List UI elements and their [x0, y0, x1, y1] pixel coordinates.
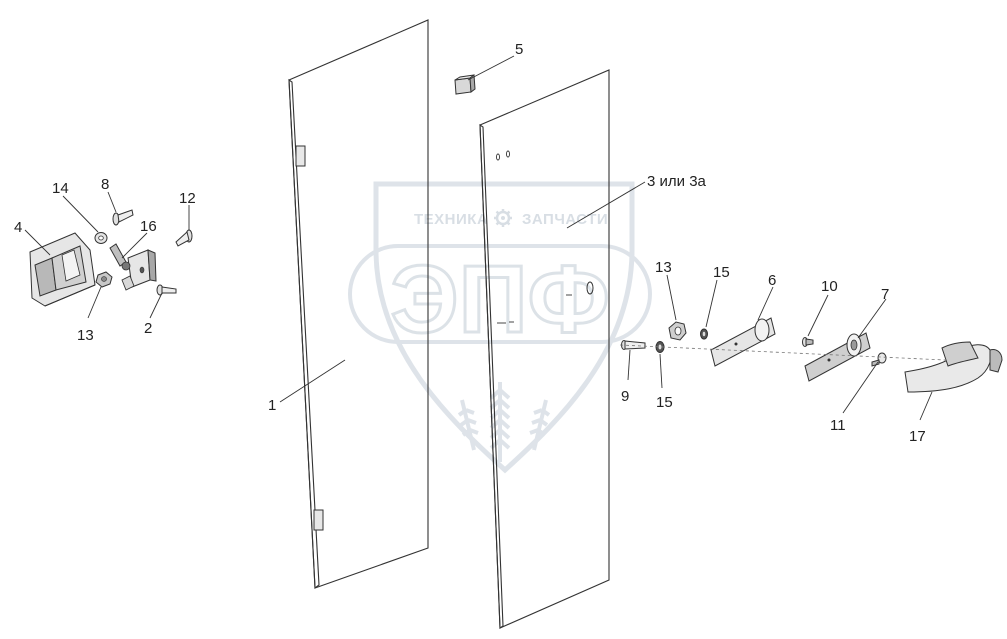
part-5-block [454, 74, 476, 95]
washer-part-14 [94, 232, 108, 244]
watermark-oval-band [348, 244, 652, 344]
screw-part-11 [871, 352, 887, 367]
callout-10: 10 [821, 278, 838, 295]
panel-hole-lock [586, 281, 594, 295]
callout-16: 16 [140, 218, 157, 235]
callout-3: 3 или 3а [647, 173, 707, 190]
watermark: ТЕХНИКА ЗАПЧАСТИ ЭПФ [348, 181, 652, 474]
nut-part-13-left [95, 271, 113, 288]
callout-4: 4 [14, 219, 22, 236]
bolt-part-9 [621, 340, 646, 350]
callout-7: 7 [881, 286, 889, 303]
watermark-right-text: ЗАПЧАСТИ [522, 211, 608, 228]
callout-13-left: 13 [77, 327, 94, 344]
callout-8: 8 [101, 176, 109, 193]
assembly-axis [619, 344, 946, 361]
callout-5: 5 [515, 41, 523, 58]
callout-labels: 1 2 3 или 3а 4 5 6 7 8 9 10 11 12 13 13 … [14, 41, 926, 445]
hinge-bottom [313, 509, 324, 531]
leader-lines [24, 55, 933, 421]
plate-part-7 [804, 332, 871, 382]
callout-2: 2 [144, 320, 152, 337]
glass-panel-fixed [479, 69, 610, 630]
screw-part-8 [112, 209, 134, 226]
watermark-wheat-icon [457, 382, 551, 462]
callout-15-upper: 15 [713, 264, 730, 281]
watermark-left-text: ТЕХНИКА [414, 211, 488, 228]
callout-13-right: 13 [655, 259, 672, 276]
nut-part-13-right [668, 321, 687, 341]
callout-15-lower: 15 [656, 394, 673, 411]
callout-9: 9 [621, 388, 629, 405]
screw-part-10 [802, 337, 814, 347]
callout-12: 12 [179, 190, 196, 207]
latch-part-16 [109, 243, 157, 291]
callout-14: 14 [52, 180, 69, 197]
callout-17: 17 [909, 428, 926, 445]
gear-icon [494, 209, 512, 227]
panel-hole-top-a [496, 153, 500, 161]
lock-body-part-4 [29, 232, 96, 307]
callout-1: 1 [268, 397, 276, 414]
panel-hole-top-b [506, 150, 510, 158]
plate-part-6 [710, 317, 776, 367]
glass-panel-door [288, 19, 429, 590]
washer-part-15-upper [700, 328, 708, 340]
hinge-top [295, 145, 306, 167]
callout-6: 6 [768, 272, 776, 289]
screw-part-2 [156, 284, 177, 296]
watermark-shield [373, 181, 635, 474]
callout-11: 11 [830, 417, 846, 434]
screw-part-12 [175, 229, 193, 247]
handle-part-17 [904, 341, 1003, 393]
watermark-big-text: ЭПФ [390, 246, 609, 353]
